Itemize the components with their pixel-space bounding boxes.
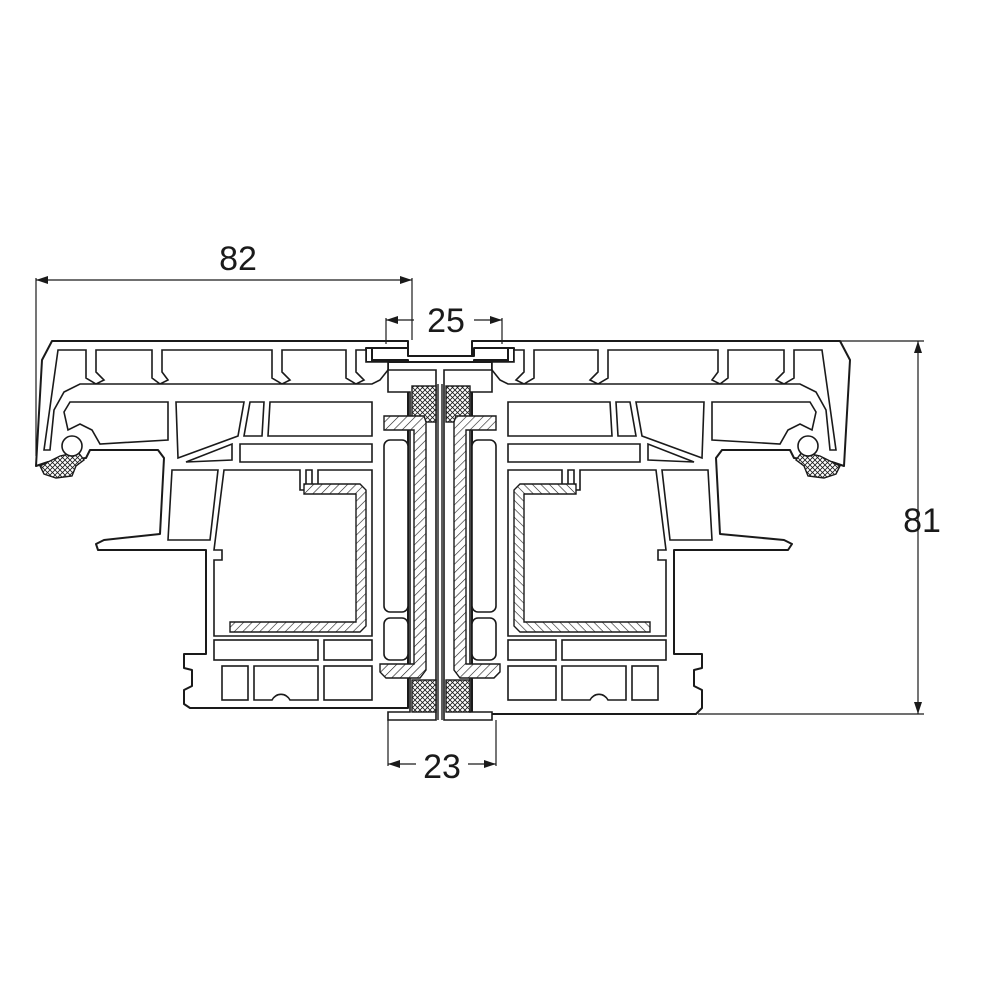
left-chamber-a [63, 401, 169, 445]
right-bottom-chamber-5 [507, 665, 557, 701]
right-chamber-f [507, 443, 641, 463]
left-cavity-1 [383, 439, 409, 613]
right-steel-reinforcement [513, 483, 651, 633]
dimension-25: 25 [385, 302, 503, 344]
bottom-left-seal-block [411, 679, 437, 713]
right-bottom-chamber-1 [561, 639, 667, 661]
left-bottom-chamber-1 [213, 639, 319, 661]
right-chamber-a [711, 401, 817, 445]
right-bottom-chamber-3 [631, 665, 659, 701]
left-bottom-chamber-3 [221, 665, 249, 701]
right-cavity-1 [471, 439, 497, 613]
right-chamber-e [647, 442, 695, 463]
right-top-chamber [491, 349, 837, 451]
dimension-81-label: 81 [903, 502, 941, 540]
left-sash-profile [35, 340, 409, 709]
right-cavity-2 [471, 617, 497, 661]
dimension-82: 82 [35, 240, 413, 456]
right-bottom-chamber-2 [507, 639, 557, 661]
left-chamber-e [185, 442, 233, 463]
central-connector [371, 347, 509, 721]
right-vertical-insert [453, 415, 501, 679]
right-sash-profile [471, 340, 851, 715]
left-main-chamber [213, 469, 373, 637]
dimension-25-label: 25 [427, 302, 465, 340]
dimension-23-label: 23 [423, 748, 461, 786]
left-chamber-d [267, 401, 373, 437]
left-wing-chamber [167, 469, 219, 541]
left-bottom-chamber-4 [253, 665, 319, 701]
left-steel-reinforcement [229, 483, 367, 633]
right-main-chamber [507, 469, 667, 637]
left-bottom-chamber-5 [323, 665, 373, 701]
bottom-right-seal-block [445, 679, 471, 713]
right-bottom-chamber-4 [561, 665, 627, 701]
left-cavity-2 [383, 617, 409, 661]
dimension-82-label: 82 [219, 240, 257, 278]
left-bottom-chamber-2 [323, 639, 373, 661]
left-chamber-b [175, 401, 245, 460]
dimension-81: 81 [698, 340, 941, 715]
left-gasket-bulb [61, 435, 83, 457]
dimension-23: 23 [387, 720, 497, 786]
right-wing-chamber [661, 469, 713, 541]
left-top-chamber [43, 349, 389, 451]
left-chamber-f [239, 443, 373, 463]
right-gasket-bulb [797, 435, 819, 457]
left-chamber-c [243, 401, 265, 437]
top-overlap-plate [371, 347, 509, 363]
right-chamber-b [635, 401, 705, 460]
right-chamber-d [507, 401, 613, 437]
right-chamber-c [615, 401, 637, 437]
left-vertical-insert [379, 415, 427, 679]
